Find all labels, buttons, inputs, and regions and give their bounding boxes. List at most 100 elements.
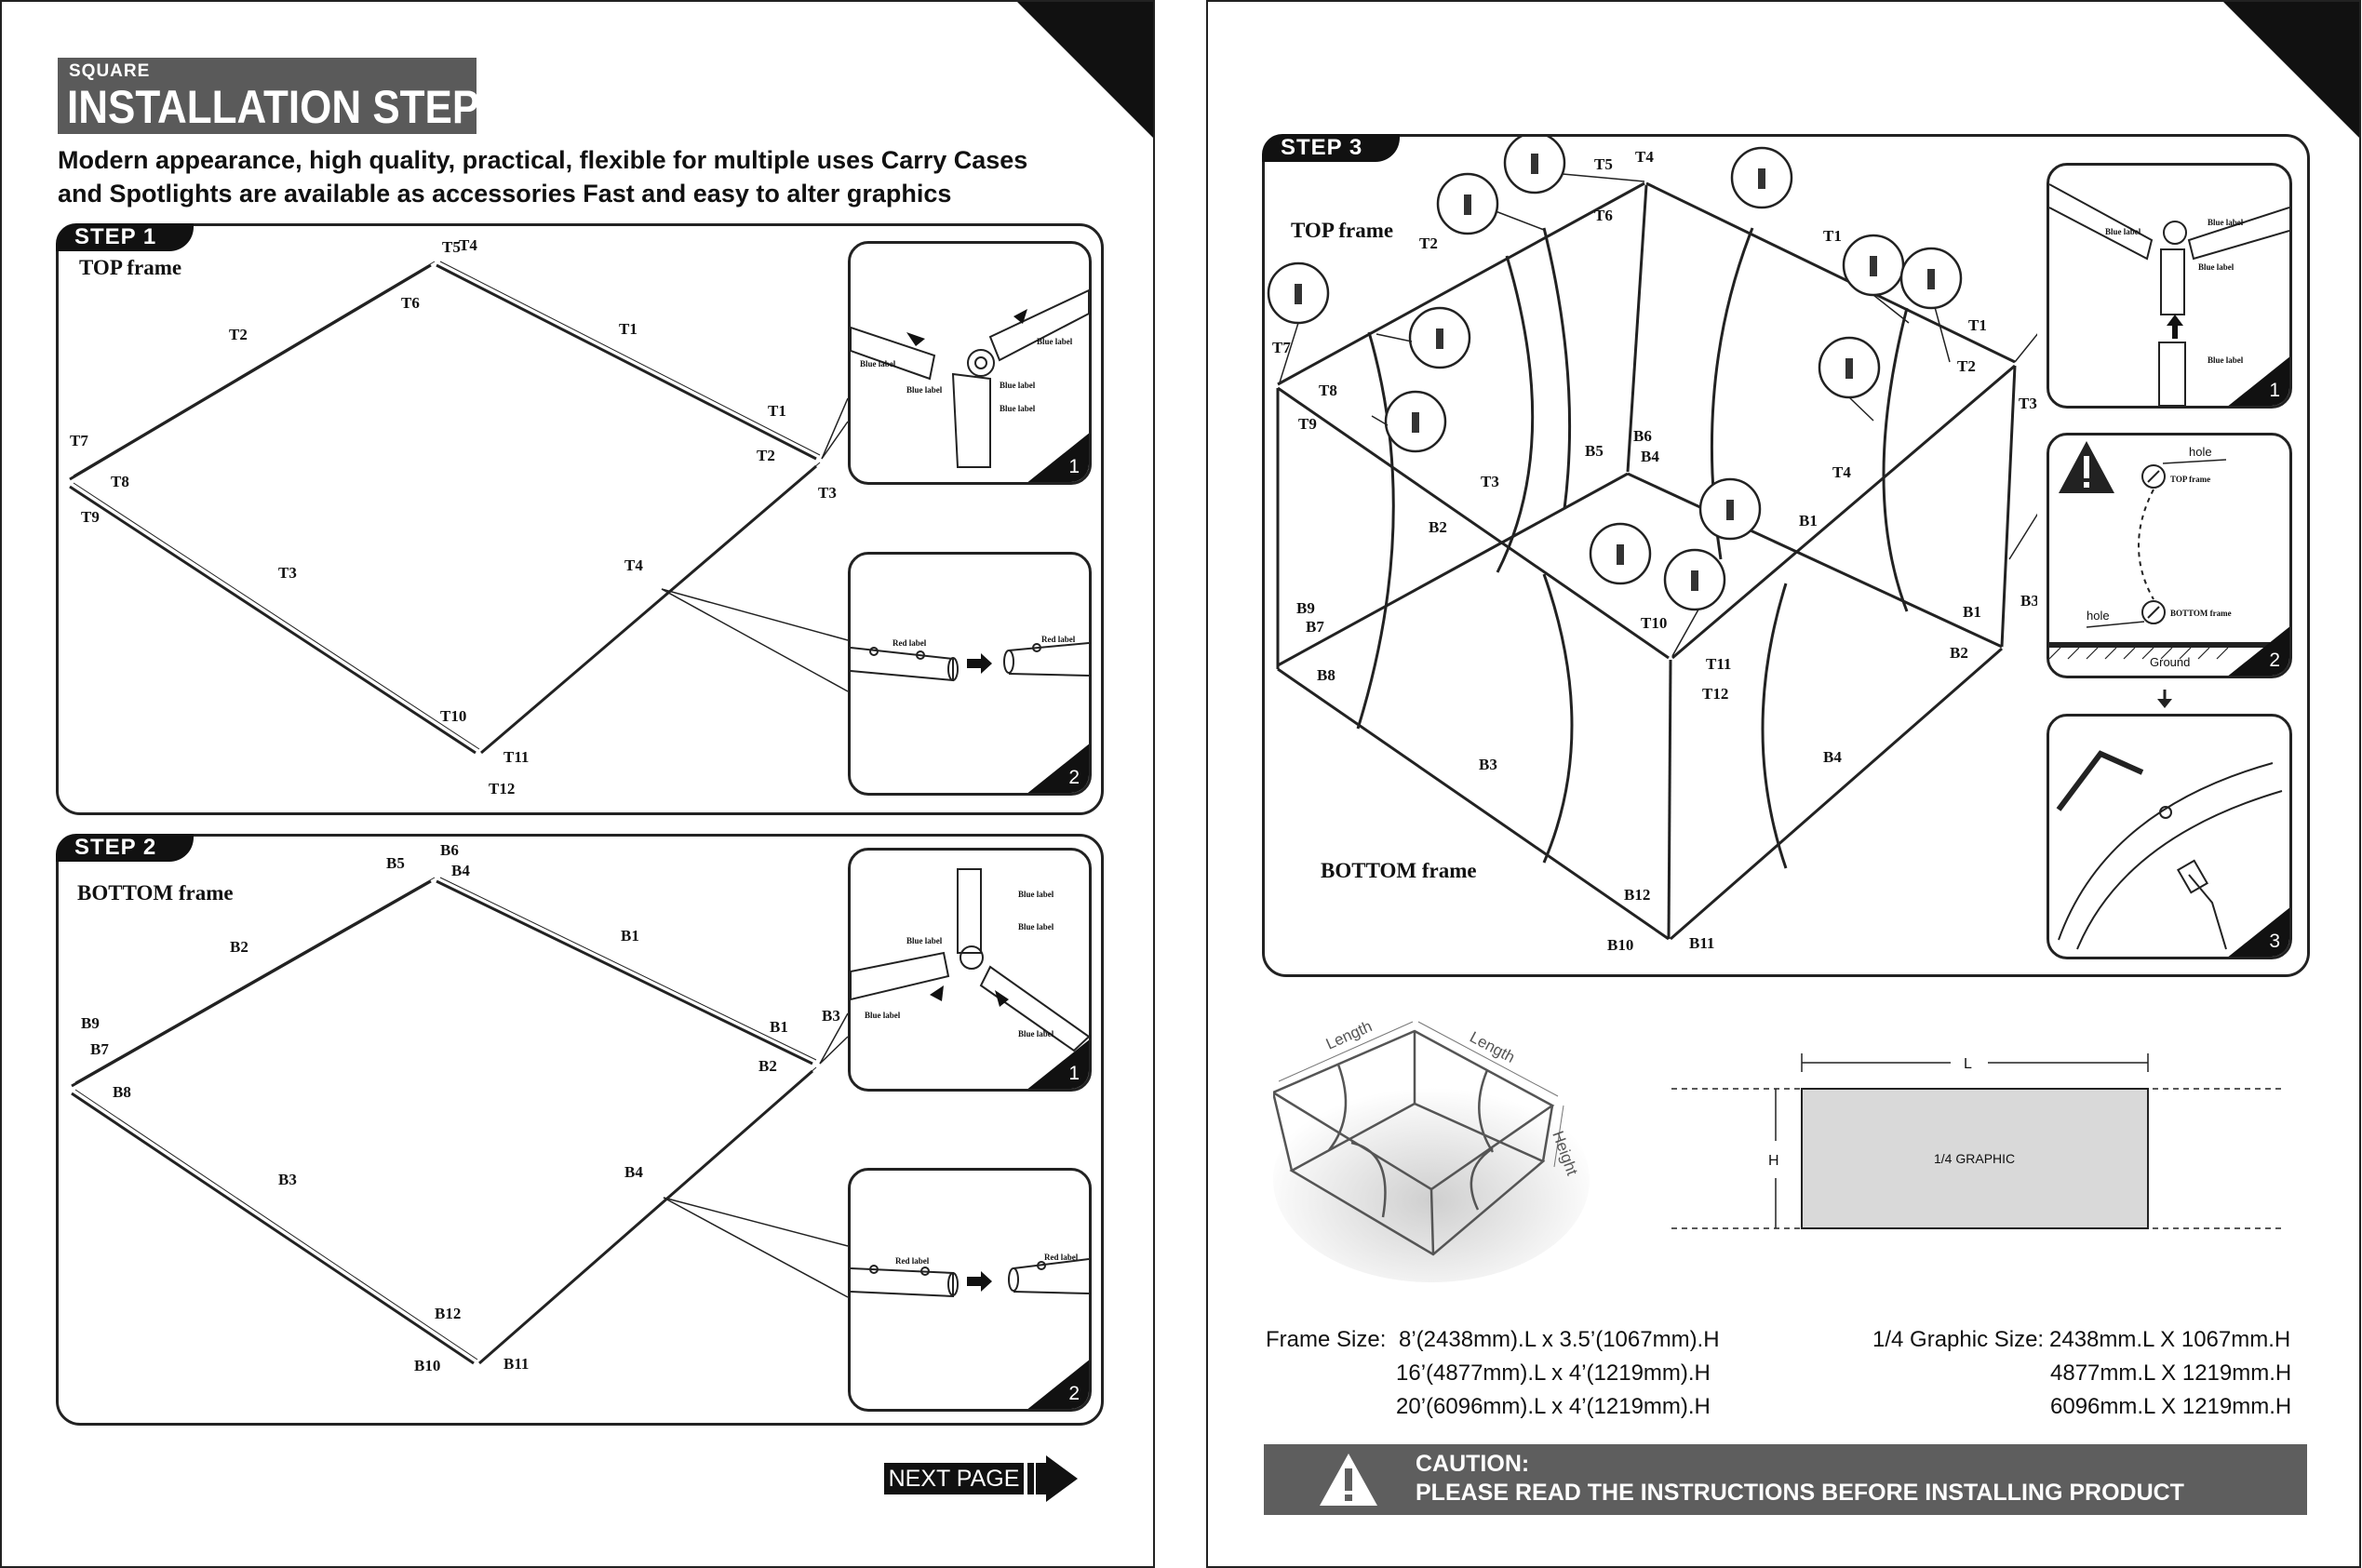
- page-corner-tab: [1015, 2, 1153, 140]
- svg-text:T4: T4: [1832, 463, 1851, 481]
- svg-text:B9: B9: [1296, 599, 1315, 617]
- bottom-pole-join-drawing: Red label Red label: [851, 1253, 1089, 1298]
- svg-text:Blue label: Blue label: [1018, 922, 1054, 931]
- arrow-down-icon: [2157, 690, 2172, 708]
- svg-text:Blue label: Blue label: [2105, 227, 2141, 236]
- arrow-right-icon: [1027, 1455, 1078, 1502]
- step2-label: STEP 2: [56, 834, 195, 862]
- intro-line-1: Modern appearance, high quality, practic…: [58, 146, 1028, 174]
- svg-text:B2: B2: [1950, 644, 1968, 662]
- caution-title: CAUTION:: [1416, 1451, 1530, 1477]
- svg-text:T10: T10: [1641, 614, 1667, 632]
- part-T5: T5: [442, 238, 461, 256]
- svg-text:T1: T1: [1968, 316, 1987, 334]
- svg-text:hole: hole: [2189, 445, 2212, 459]
- svg-text:Blue label: Blue label: [2208, 218, 2244, 227]
- svg-text:T3: T3: [1481, 473, 1499, 490]
- hole-alignment-drawing: hole hole Ground TOP frame BOTTOM frame: [2049, 441, 2289, 669]
- part-B11: B11: [503, 1355, 529, 1373]
- graphic-size-3: 6096mm.L X 1219mm.H: [2050, 1394, 2292, 1419]
- svg-text:T12: T12: [1702, 685, 1728, 703]
- dimension-box-illustration: Length Length Height: [1273, 1017, 1590, 1282]
- svg-text:T7: T7: [1272, 339, 1291, 356]
- svg-text:Blue label: Blue label: [865, 1011, 901, 1020]
- svg-text:T9: T9: [1298, 415, 1317, 433]
- svg-text:T2: T2: [1957, 357, 1976, 375]
- title-small: SQUARE: [69, 61, 151, 81]
- step2-frame-label: BOTTOM frame: [77, 881, 234, 905]
- svg-text:Ground: Ground: [2150, 655, 2190, 669]
- intro-text: Modern appearance, high quality, practic…: [58, 143, 1081, 210]
- part-T7: T7: [70, 432, 88, 449]
- step1-panel: STEP 1 TOP frame T5 T4 T6 T2 T1: [56, 223, 1104, 815]
- step3-top-frame-label: TOP frame: [1291, 219, 1394, 242]
- svg-text:Blue label: Blue label: [2198, 262, 2235, 272]
- svg-text:T11: T11: [1706, 655, 1731, 673]
- part-T8: T8: [111, 473, 129, 490]
- step3-detail-3: 3: [2047, 714, 2292, 959]
- svg-text:1/4 GRAPHIC: 1/4 GRAPHIC: [1934, 1151, 2015, 1166]
- bottom-frame-diagram: B6 B5 B4 B2 B1 B3 B1 B2 B9 B7 B8 B3 B4 B…: [71, 841, 849, 1374]
- step1-detail-1: Blue label Blue label Blue label Blue la…: [848, 241, 1092, 485]
- graphic-size-2: 4877mm.L X 1219mm.H: [2050, 1360, 2292, 1386]
- svg-text:T8: T8: [1319, 382, 1337, 399]
- svg-text:B6: B6: [1633, 427, 1652, 445]
- svg-text:B8: B8: [1317, 666, 1335, 684]
- step3-label: STEP 3: [1262, 134, 1401, 162]
- svg-text:T4: T4: [1635, 148, 1654, 166]
- svg-text:Red label: Red label: [1044, 1253, 1079, 1262]
- part-B4-mid: B4: [624, 1163, 643, 1181]
- svg-text:B5: B5: [1585, 442, 1604, 460]
- svg-text:T2: T2: [1419, 235, 1438, 252]
- svg-text:Blue label: Blue label: [1018, 890, 1054, 899]
- step2-detail-2: Red label Red label 2: [848, 1168, 1092, 1412]
- part-B2: B2: [230, 938, 248, 956]
- caution-banner: CAUTION: PLEASE READ THE INSTRUCTIONS BE…: [1264, 1444, 2307, 1515]
- part-B7: B7: [90, 1040, 109, 1058]
- screw-icon: [1267, 137, 1963, 611]
- svg-text:Blue label: Blue label: [1000, 381, 1036, 390]
- step1-frame-label: TOP frame: [79, 256, 182, 279]
- part-T1: T1: [619, 320, 637, 338]
- page-corner-tab-right: [2221, 2, 2359, 140]
- step2-detail-1: Blue label Blue label Blue label Blue la…: [848, 848, 1092, 1092]
- part-B9: B9: [81, 1014, 100, 1032]
- step3-panel: STEP 3: [1262, 134, 2310, 977]
- step2-panel: STEP 2 BOTTOM frame B6 B5 B4 B2 B1: [56, 834, 1104, 1426]
- svg-text:B1: B1: [1799, 512, 1818, 529]
- warning-icon: [1320, 1454, 1377, 1506]
- part-T4: T4: [459, 236, 477, 254]
- frame-size-2: 16’(4877mm).L x 4’(1219mm).H: [1396, 1360, 1711, 1386]
- intro-line-2: and Spotlights are available as accessor…: [58, 180, 952, 208]
- svg-text:B10: B10: [1607, 936, 1633, 954]
- svg-text:B1: B1: [1963, 603, 1981, 621]
- part-T1-end: T1: [768, 402, 786, 420]
- part-T2-end: T2: [757, 447, 775, 464]
- pole-join-drawing: Red label Red label: [851, 635, 1089, 682]
- svg-text:Blue label: Blue label: [906, 385, 943, 395]
- caution-message: PLEASE READ THE INSTRUCTIONS BEFORE INST…: [1416, 1480, 2184, 1506]
- frame-size-3: 20’(6096mm).L x 4’(1219mm).H: [1396, 1394, 1711, 1419]
- svg-text:B3: B3: [1479, 756, 1497, 773]
- svg-text:Blue label: Blue label: [2208, 355, 2244, 365]
- step3-detail-1: Blue label Blue label Blue label Blue la…: [2047, 163, 2292, 409]
- svg-text:L: L: [1964, 1056, 1972, 1072]
- part-B4: B4: [451, 862, 470, 879]
- svg-text:BOTTOM frame: BOTTOM frame: [2170, 609, 2232, 618]
- svg-text:B4: B4: [1641, 448, 1659, 465]
- svg-text:B12: B12: [1624, 886, 1650, 904]
- part-T9: T9: [81, 508, 100, 526]
- svg-text:B7: B7: [1306, 618, 1324, 636]
- svg-text:Red label: Red label: [892, 638, 927, 648]
- step3-detail-2: hole hole Ground TOP frame BOTTOM frame …: [2047, 433, 2292, 678]
- svg-text:hole: hole: [2087, 609, 2110, 623]
- svg-text:Red label: Red label: [895, 1256, 930, 1266]
- part-B1: B1: [621, 927, 639, 945]
- part-T10: T10: [440, 707, 466, 725]
- hex-key-icon: [2056, 750, 2283, 950]
- svg-text:T5: T5: [1594, 155, 1613, 173]
- part-B2-end: B2: [758, 1057, 777, 1075]
- part-T11: T11: [503, 748, 529, 766]
- part-B10: B10: [414, 1357, 440, 1374]
- right-page: STEP 3: [1206, 0, 2361, 1568]
